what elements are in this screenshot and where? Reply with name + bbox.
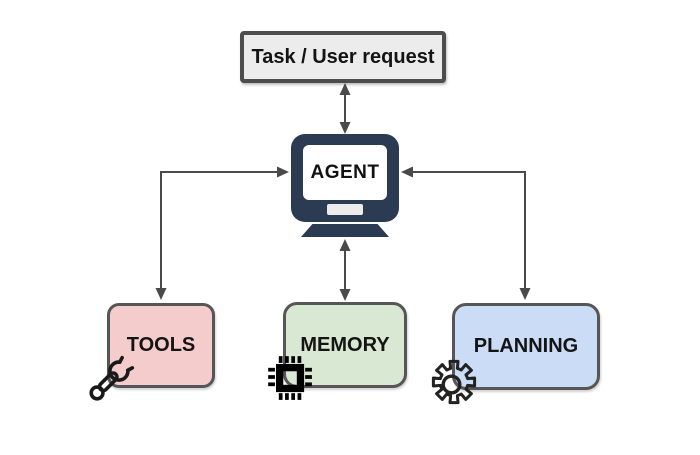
agent-monitor-button <box>327 204 363 215</box>
arrowhead-down-planning <box>519 288 531 300</box>
agent-label: AGENT <box>310 161 380 183</box>
arrowhead-right-agent <box>277 166 289 178</box>
gear-icon <box>431 359 477 405</box>
agent-monitor-screen: AGENT <box>303 145 387 200</box>
planning-box: PLANNING <box>452 303 600 390</box>
edge-agent-planning <box>412 171 526 290</box>
agent-monitor-stand <box>301 224 389 237</box>
memory-label: MEMORY <box>300 333 390 356</box>
task-box: Task / User request <box>240 31 446 83</box>
arrowhead-left-agent <box>401 166 413 178</box>
arrowhead-down-memory <box>339 289 351 301</box>
planning-label: PLANNING <box>473 335 579 357</box>
arrowhead-down-agent <box>339 122 351 134</box>
tools-box: TOOLS <box>107 303 215 388</box>
edge-agent-tools <box>160 171 278 290</box>
task-label: Task / User request <box>251 45 435 68</box>
arrowhead-up-task <box>339 83 351 95</box>
chip-icon <box>268 356 312 400</box>
wrench-icon <box>89 355 135 401</box>
arrowhead-up-agent <box>339 239 351 251</box>
tools-label: TOOLS <box>126 334 196 356</box>
arrowhead-down-tools <box>155 288 167 300</box>
